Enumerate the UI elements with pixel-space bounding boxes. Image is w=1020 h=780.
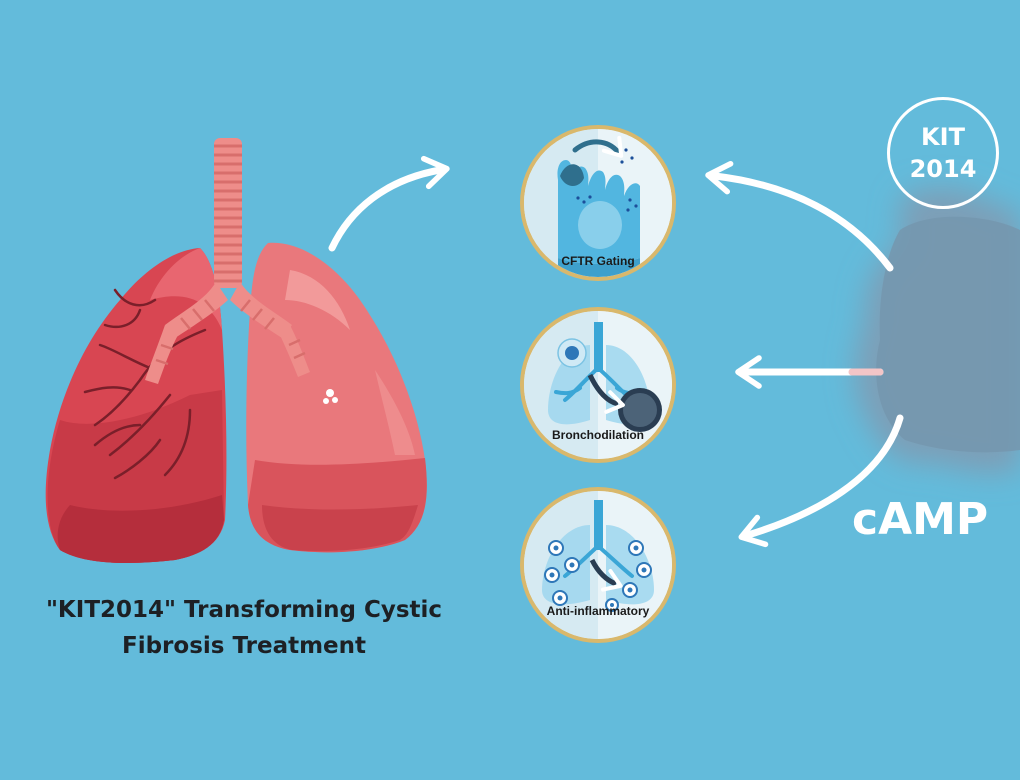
caption-line-1: "KIT2014" Transforming Cystic	[45, 597, 443, 623]
trachea-icon	[145, 138, 310, 384]
bronchi-lungs-icon	[524, 311, 672, 459]
caption: "KIT2014" Transforming Cystic Fibrosis T…	[18, 592, 470, 664]
caption-line-2: Fibrosis Treatment	[121, 633, 367, 659]
camp-label: cAMP	[852, 494, 989, 545]
right-lung	[246, 242, 427, 553]
bronchodilation-label: Bronchodilation	[552, 428, 644, 442]
camp-to-cftr-arrow	[705, 160, 894, 272]
bronchodilation-node	[520, 307, 676, 463]
camp-to-antiinflammatory-arrow	[738, 414, 904, 548]
badge-line-1: KIT	[921, 123, 965, 151]
camp-cloud	[855, 187, 1020, 474]
anti-inflammatory-label: Anti-inflammatory	[546, 604, 650, 618]
anti-inflammatory-node	[520, 487, 676, 643]
kit2014-badge: KIT 2014	[887, 97, 999, 209]
left-lung	[45, 248, 227, 563]
cftr-gating-label: CFTR Gating	[561, 254, 635, 268]
lung-to-cftr-arrow	[328, 155, 450, 252]
badge-line-2: 2014	[909, 155, 977, 183]
